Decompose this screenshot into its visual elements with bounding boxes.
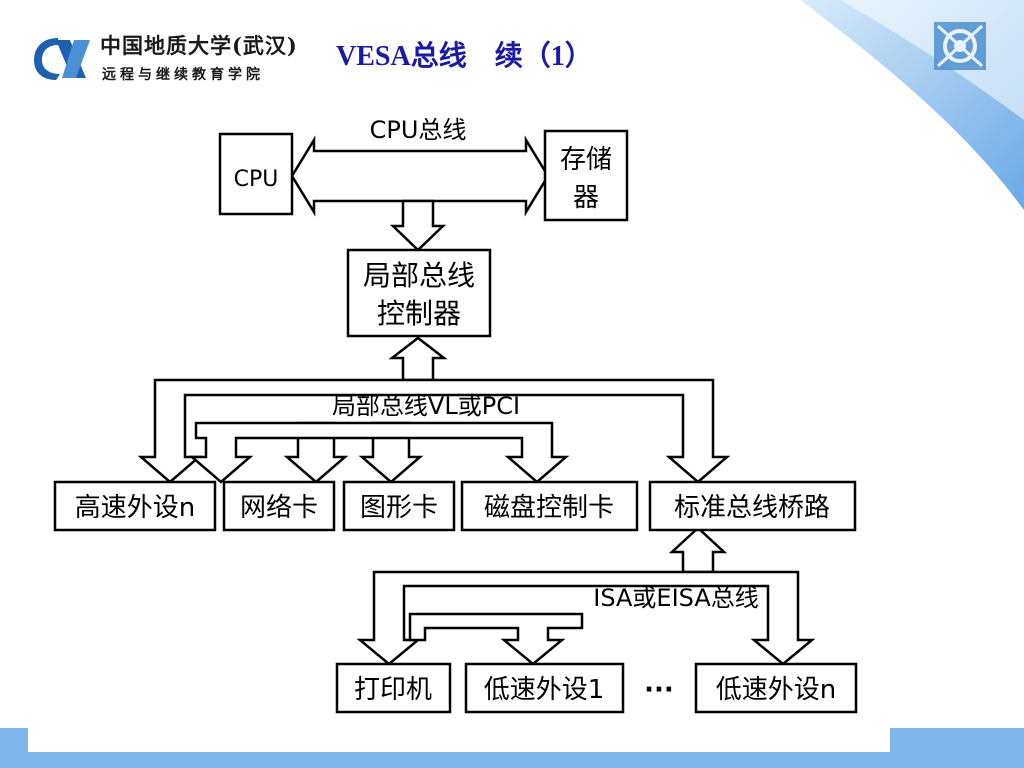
- low-device-n-box: [694, 662, 858, 714]
- local-bus-band: [137, 378, 731, 484]
- cpu-box: [218, 132, 294, 216]
- cpu-bus-down-arrow: [389, 199, 447, 252]
- bridge-box: [648, 480, 857, 532]
- isa-bus-up-arrow: [668, 526, 728, 574]
- university-logo-icon: [34, 38, 90, 80]
- isa-bus-inner-band: [408, 612, 584, 666]
- high-speed-device-label: 高速外设n: [75, 493, 195, 523]
- gear-icon: [934, 22, 986, 70]
- college-name: 远程与继续教育学院: [102, 67, 264, 83]
- disk-controller-box: [460, 480, 639, 532]
- memory-label-1: 存储: [560, 145, 612, 175]
- university-logo: 中国地质大学(武汉) 远程与继续教育学院: [30, 28, 320, 90]
- local-bus-label: 局部总线VL或PCI: [332, 392, 520, 420]
- bridge-label: 标准总线桥路: [674, 493, 830, 523]
- cpu-bus-label: CPU总线: [370, 116, 467, 144]
- memory-box: [543, 129, 629, 222]
- controller-label-2: 控制器: [377, 297, 461, 330]
- printer-box: [335, 662, 452, 714]
- disk-controller-label: 磁盘控制卡: [484, 493, 614, 523]
- university-name: 中国地质大学(武汉): [100, 33, 298, 58]
- local-bus-up-arrow: [388, 336, 448, 382]
- low-device-n-label: 低速外设n: [716, 675, 836, 705]
- bottom-bar: [0, 728, 1024, 768]
- network-card-box: [222, 480, 336, 532]
- graphics-card-label: 图形卡: [360, 493, 438, 523]
- ellipsis-label: ···: [644, 675, 674, 705]
- printer-label: 打印机: [354, 675, 432, 705]
- corner-decoration: [800, 0, 1024, 210]
- memory-label-2: 器: [573, 183, 599, 213]
- isa-bus-band: [356, 570, 816, 666]
- isa-bus-label: ISA或EISA总线: [593, 584, 759, 612]
- graphics-card-box: [342, 480, 456, 532]
- local-bus-inner-band: [188, 421, 570, 484]
- network-card-label: 网络卡: [240, 493, 318, 523]
- high-speed-device-box: [53, 480, 217, 532]
- low-device-1-label: 低速外设1: [484, 675, 605, 705]
- low-device-1-box: [464, 662, 625, 714]
- controller-box: [346, 248, 492, 338]
- page-title: VESA总线 续（1）: [336, 41, 593, 72]
- cpu-label: CPU: [234, 167, 279, 192]
- controller-label-1: 局部总线: [363, 259, 475, 292]
